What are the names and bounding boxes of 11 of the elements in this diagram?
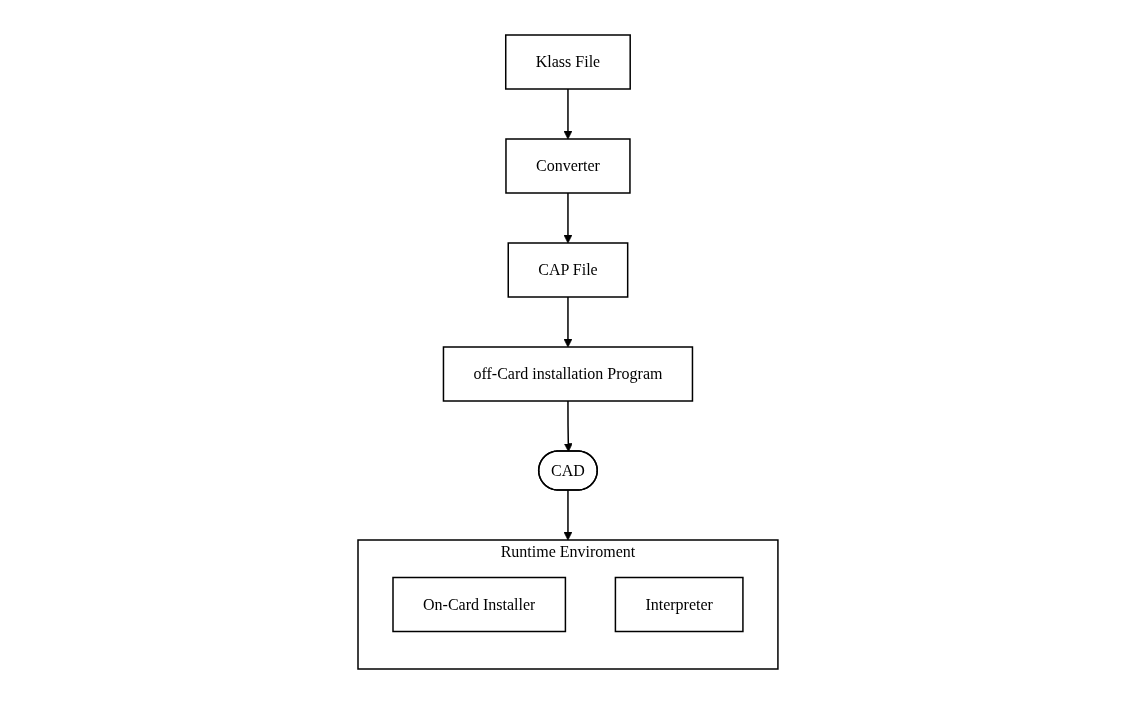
node-box: off-Card installation Program [442,346,694,402]
arrow [563,296,573,348]
node-box: On-Card Installer [392,576,567,633]
arrow [563,192,573,244]
arrow [563,400,573,452]
node-box: Klass File [505,34,631,90]
node-box: Converter [505,138,631,194]
arrow [563,489,573,541]
arrow [563,88,573,140]
node-box: CAP File [507,242,629,298]
node-box: Interpreter [614,576,744,633]
